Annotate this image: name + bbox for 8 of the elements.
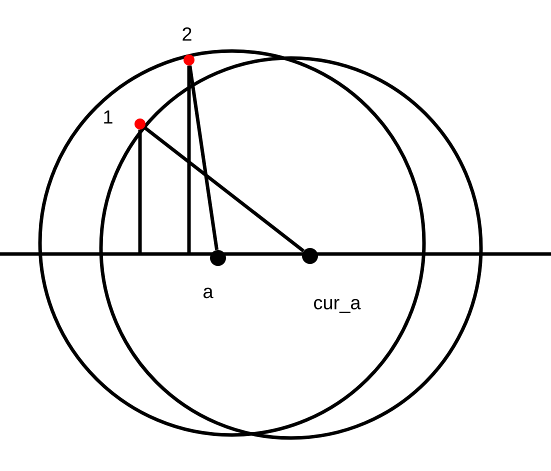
line-segment (138, 130, 142, 254)
line-segment (187, 66, 191, 254)
point-label: 1 (104, 110, 112, 124)
point-label: a (204, 288, 214, 298)
line-segment (188, 65, 219, 250)
point-label: 2 (182, 27, 192, 41)
point-label: cur_a (314, 299, 361, 313)
line-segment (143, 126, 305, 252)
